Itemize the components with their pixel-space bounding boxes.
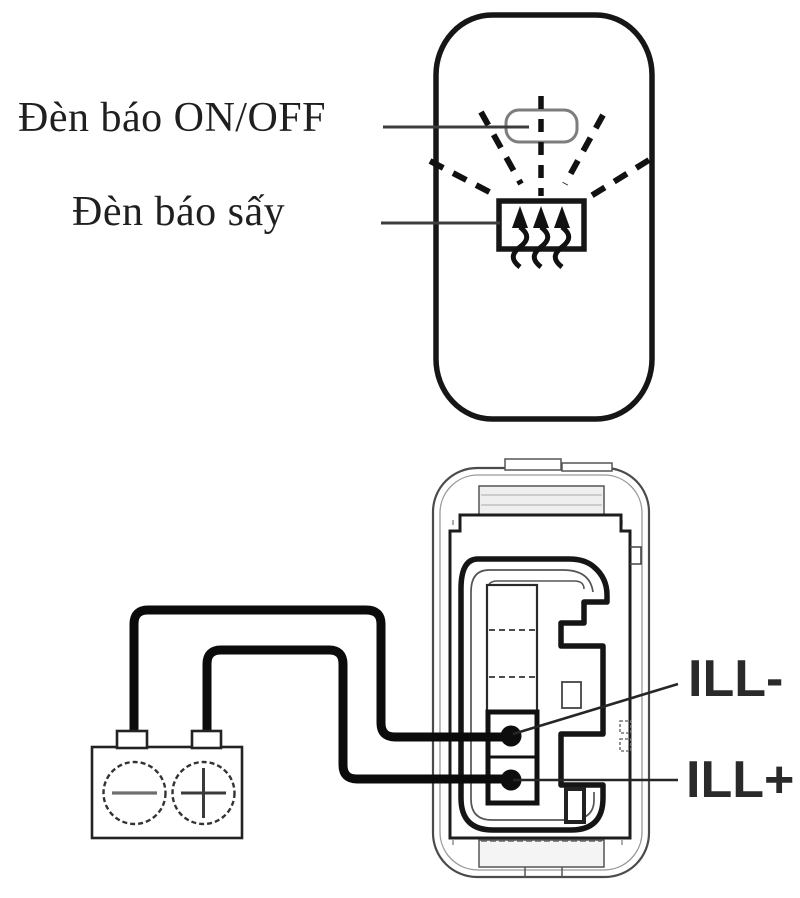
pin-leader-lines — [512, 682, 679, 782]
label-leader-lines — [381, 125, 529, 225]
rear-defroster-icon — [496, 198, 587, 269]
label-ill-minus: ILL- — [688, 650, 784, 708]
wire-negative — [129, 605, 512, 742]
wire-positive — [202, 645, 512, 784]
plus-terminal-icon — [181, 768, 226, 818]
label-ill-plus: ILL+ — [686, 751, 795, 809]
switch-rear-connector — [431, 458, 651, 879]
light-rays-icon — [428, 110, 651, 199]
pin-ill-plus — [500, 769, 522, 791]
pin-ill-minus — [500, 725, 522, 747]
label-indicator-onoff: Đèn báo ON/OFF — [18, 95, 326, 141]
battery-symbol — [90, 729, 244, 840]
label-indicator-defrost: Đèn báo sấy — [72, 189, 286, 235]
illumination-wires — [129, 605, 512, 784]
connector-pin-dots — [500, 725, 522, 791]
